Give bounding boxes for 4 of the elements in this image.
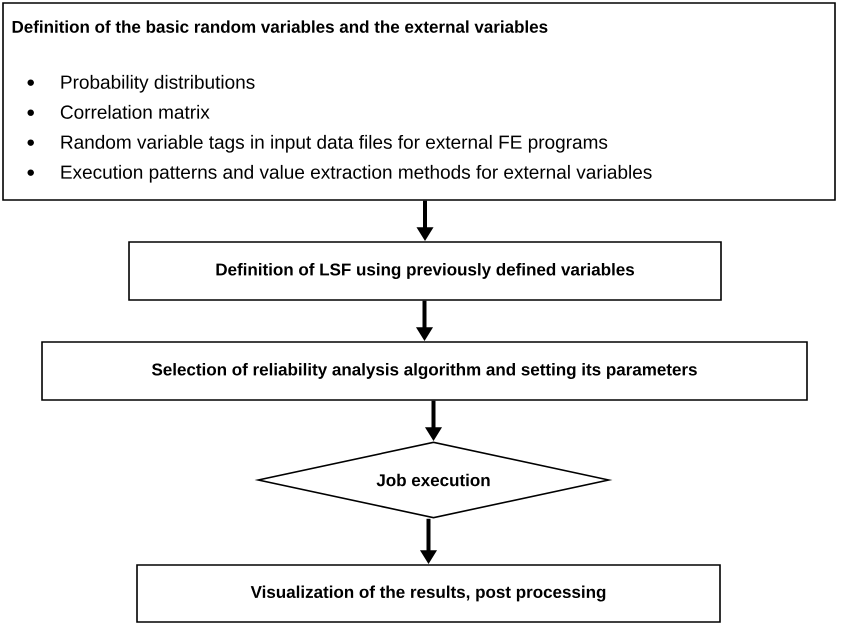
process-box: Definition of LSF using previously defined variables <box>128 241 722 301</box>
process-box: Definition of the basic random variables and the external variables Probability distributions Correlation matrix Random variable tags in input data files for external FE programs Execution patterns and value extraction methods for external variables <box>2 2 836 201</box>
process-box: Visualization of the results, post processing <box>136 564 721 623</box>
process-box: Selection of reliability analysis algorithm and setting its parameters <box>41 341 808 401</box>
